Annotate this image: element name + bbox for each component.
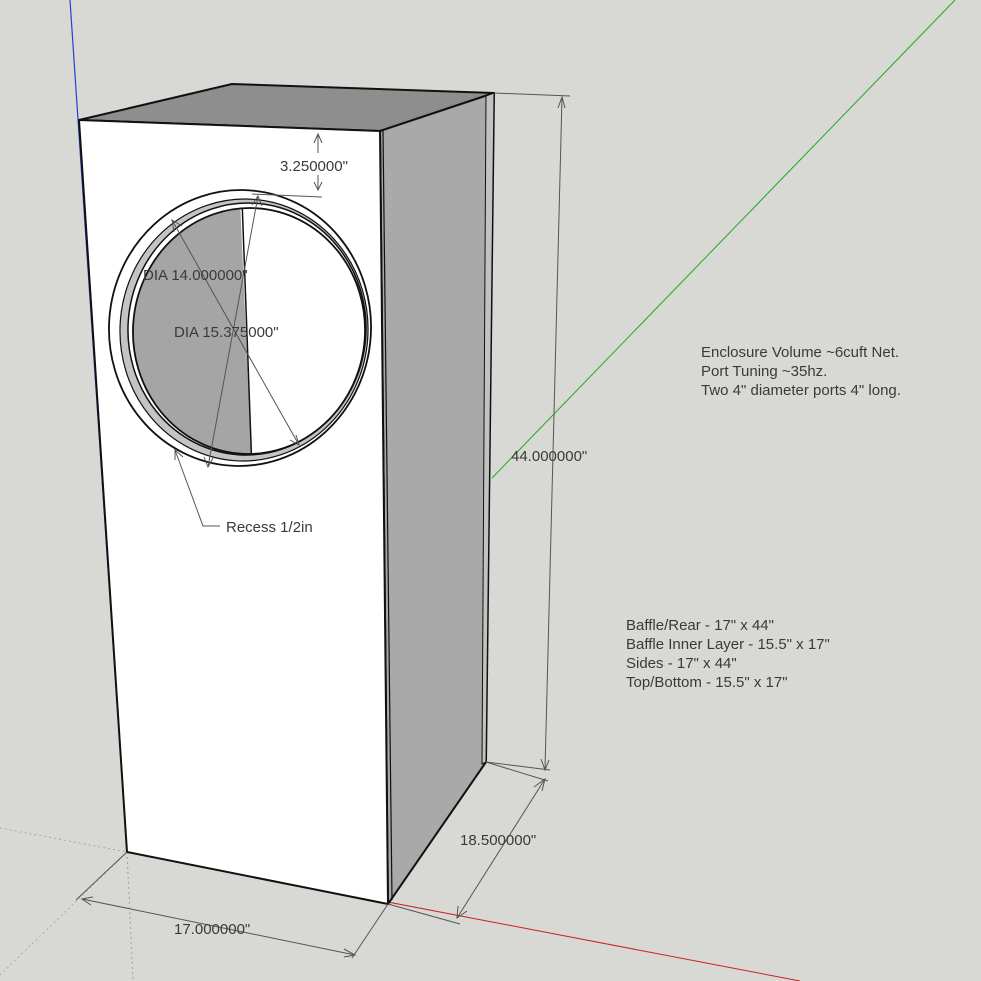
- enclosure-notes: Enclosure Volume ~6cuft Net. Port Tuning…: [701, 343, 901, 400]
- dimension-labels: 3.250000" DIA 14.000000" DIA 15.375000" …: [143, 156, 587, 938]
- interior-edge: [241, 200, 253, 462]
- dimension-lines: [75, 92, 571, 959]
- z-axis-negative: [126, 851, 134, 981]
- y-axis: [491, 0, 956, 479]
- x-axis-negative: [0, 827, 128, 853]
- speaker-enclosure[interactable]: [78, 83, 495, 905]
- driver-cutout: [108, 189, 374, 467]
- hole-edge: [132, 207, 366, 455]
- cut-list-item: Baffle Inner Layer - 15.5" x 17": [626, 636, 830, 653]
- top-offset-label: 3.250000": [280, 158, 348, 175]
- side-inner-edge: [382, 130, 393, 901]
- note-line: Port Tuning ~35hz.: [701, 363, 828, 380]
- depth-label: 18.500000": [460, 832, 536, 849]
- recess-label: Recess 1/2in: [226, 519, 313, 536]
- cut-list-item: Sides - 17" x 44": [626, 655, 737, 672]
- outer-diameter-label: DIA 15.375000": [174, 324, 279, 341]
- note-line: Enclosure Volume ~6cuft Net.: [701, 344, 900, 361]
- cut-list-item: Baffle/Rear - 17" x 44": [626, 617, 774, 634]
- height-label: 44.000000": [511, 448, 587, 465]
- cut-list-notes: Baffle/Rear - 17" x 44" Baffle Inner Lay…: [626, 616, 830, 692]
- cut-list-item: Top/Bottom - 15.5" x 17": [626, 674, 788, 691]
- note-line: Two 4" diameter ports 4" long.: [701, 382, 901, 399]
- side-face: [379, 92, 495, 905]
- width-label: 17.000000": [174, 921, 250, 938]
- inner-diameter-label: DIA 14.000000": [143, 267, 248, 284]
